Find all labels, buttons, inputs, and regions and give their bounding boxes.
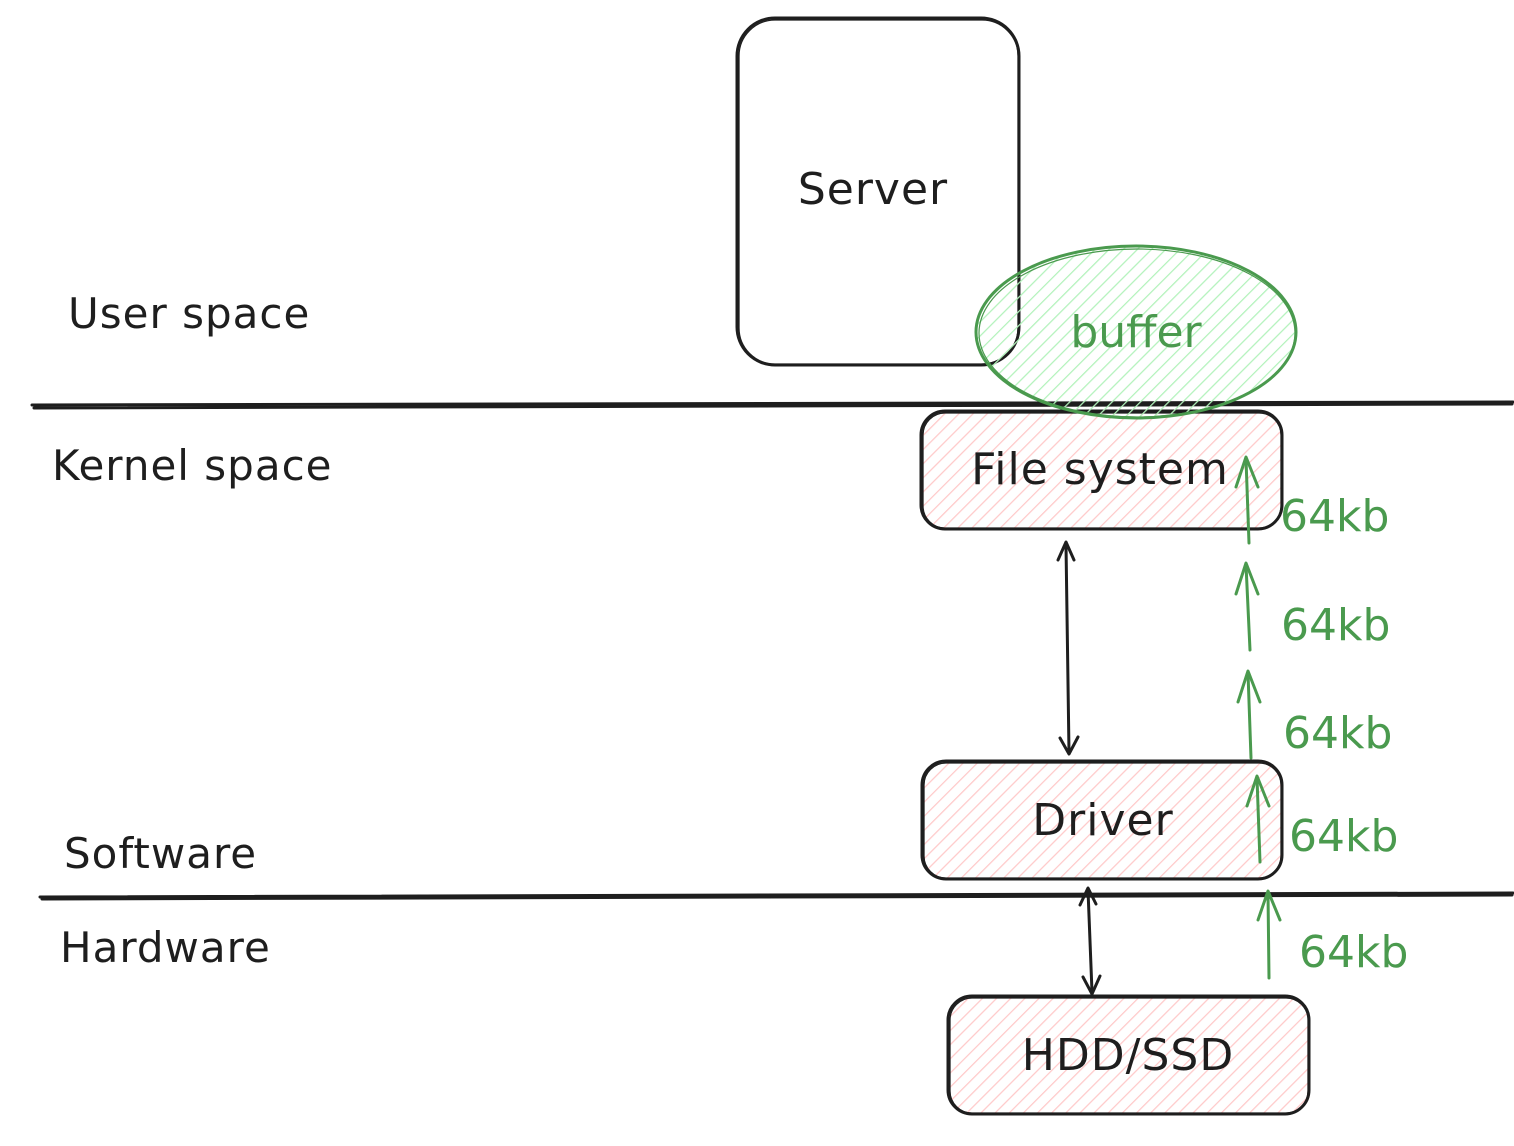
chunk-label-2: 64kb <box>1281 600 1390 651</box>
buffer-ellipse: buffer <box>974 244 1298 420</box>
user-kernel-boundary-line <box>30 400 1514 407</box>
driver-storage-double-arrow <box>1078 886 1102 996</box>
file-system-box: File system <box>919 409 1284 531</box>
zone-label-kernel-space: Kernel space <box>52 441 333 490</box>
chunk-label-1: 64kb <box>1280 491 1389 542</box>
driver-label: Driver <box>1032 795 1173 846</box>
chunk-arrow-1 <box>1256 889 1282 980</box>
zone-label-hardware: Hardware <box>60 923 271 972</box>
chunk-arrow-2 <box>1245 774 1271 864</box>
chunk-arrow-3 <box>1236 669 1262 760</box>
driver-box: Driver <box>920 759 1284 881</box>
server-box: Server <box>735 16 1021 367</box>
storage-label: HDD/SSD <box>1022 1030 1234 1081</box>
buffer-label: buffer <box>1070 307 1202 358</box>
zone-label-software: Software <box>64 829 257 878</box>
zone-label-user-space: User space <box>68 289 310 338</box>
filesystem-driver-double-arrow <box>1056 540 1080 756</box>
chunk-label-5: 64kb <box>1299 927 1408 978</box>
chunk-label-3: 64kb <box>1283 708 1392 759</box>
user-kernel-boundary-line-echo <box>32 402 1514 410</box>
chunk-arrow-4 <box>1234 561 1260 652</box>
chunk-label-4: 64kb <box>1289 811 1398 862</box>
storage-box: HDD/SSD <box>946 994 1311 1116</box>
chunk-arrow-5 <box>1234 455 1260 545</box>
server-label: Server <box>798 164 948 215</box>
file-system-label: File system <box>971 444 1229 495</box>
